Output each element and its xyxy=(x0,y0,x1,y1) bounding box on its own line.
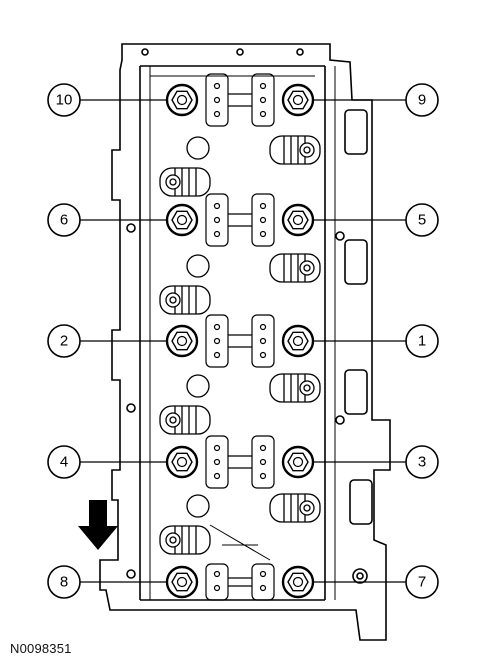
head-bolt-1 xyxy=(281,324,315,358)
callout-label-10: 10 xyxy=(56,92,73,109)
callout-label-2: 2 xyxy=(60,333,68,350)
callout-5: 5 xyxy=(405,203,439,237)
leader-lines xyxy=(80,99,406,583)
callout-label-6: 6 xyxy=(60,212,68,229)
callout-7: 7 xyxy=(405,565,439,599)
head-bolt-3 xyxy=(281,445,315,479)
front-arrow-icon xyxy=(78,500,118,550)
head-bolt-10 xyxy=(165,83,199,117)
callout-label-3: 3 xyxy=(418,454,426,471)
head-bolt-9 xyxy=(281,83,315,117)
head-bolt-5 xyxy=(281,203,315,237)
callout-8: 8 xyxy=(47,565,81,599)
head-bolt-2 xyxy=(165,324,199,358)
callout-6: 6 xyxy=(47,203,81,237)
callout-2: 2 xyxy=(47,324,81,358)
callout-3: 3 xyxy=(405,445,439,479)
callout-1: 1 xyxy=(405,324,439,358)
callout-label-5: 5 xyxy=(418,212,426,229)
head-bolt-7 xyxy=(281,565,315,599)
valve-springs xyxy=(159,135,321,555)
callout-label-9: 9 xyxy=(418,92,426,109)
cam-bearing-caps xyxy=(205,73,275,601)
callout-label-8: 8 xyxy=(60,574,68,591)
head-bolts xyxy=(165,83,315,599)
callout-4: 4 xyxy=(47,445,81,479)
callout-label-1: 1 xyxy=(418,333,426,350)
figure-code: N0098351 xyxy=(10,641,72,656)
callout-label-4: 4 xyxy=(60,454,68,471)
head-bolt-6 xyxy=(165,203,199,237)
head-bolt-4 xyxy=(165,445,199,479)
callout-9: 9 xyxy=(405,83,439,117)
callout-10: 10 xyxy=(47,83,81,117)
callouts: 10 9 6 5 2 1 4 3 xyxy=(47,83,439,599)
cylinder-head-outline xyxy=(99,43,391,641)
head-bolt-8 xyxy=(165,565,199,599)
callout-label-7: 7 xyxy=(418,574,426,591)
